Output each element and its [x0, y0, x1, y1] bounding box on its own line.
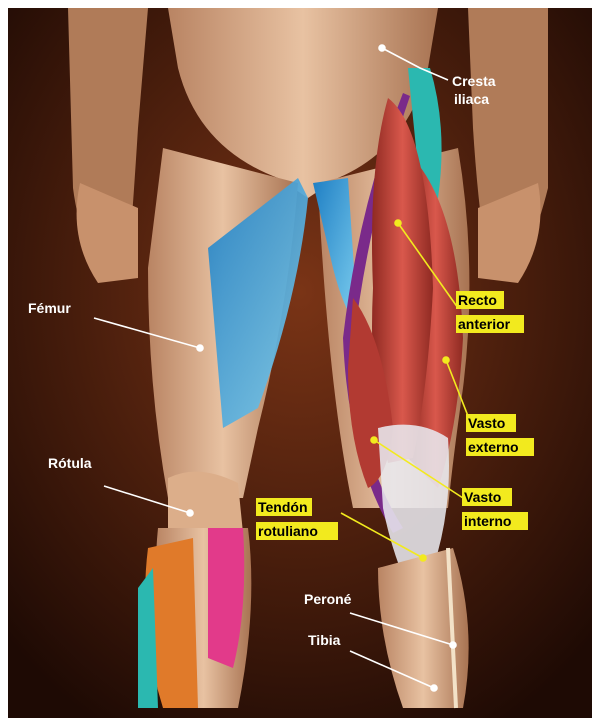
label-tibia: Tibia — [308, 632, 341, 648]
label-vasto-externo-2: externo — [468, 439, 519, 455]
leader-cresta-dot — [379, 45, 385, 51]
label-vasto-interno-1: Vasto — [464, 489, 501, 505]
label-rotula: Rótula — [48, 455, 92, 471]
leader-rotula-dot — [187, 510, 193, 516]
leader-vasto-externo-dot — [443, 357, 449, 363]
label-tendon-2: rotuliano — [258, 523, 318, 539]
leader-vasto-interno-dot — [371, 437, 377, 443]
label-tendon-1: Tendón — [258, 499, 308, 515]
label-vasto-externo-1: Vasto — [468, 415, 505, 431]
leader-recto-dot — [395, 220, 401, 226]
label-perone: Peroné — [304, 591, 352, 607]
label-femur: Fémur — [28, 300, 71, 316]
label-cresta-iliaca-2: iliaca — [454, 91, 489, 107]
leader-tendon-dot — [420, 555, 426, 561]
leader-perone-dot — [450, 642, 456, 648]
leader-femur-dot — [197, 345, 203, 351]
label-recto-2: anterior — [458, 316, 511, 332]
label-cresta-iliaca-1: Cresta — [452, 73, 496, 89]
label-vasto-interno-2: interno — [464, 513, 511, 529]
label-recto-1: Recto — [458, 292, 497, 308]
leader-tibia-dot — [431, 685, 437, 691]
anatomy-diagram: Cresta iliaca Fémur Rótula Peroné Tibia … — [8, 8, 592, 718]
